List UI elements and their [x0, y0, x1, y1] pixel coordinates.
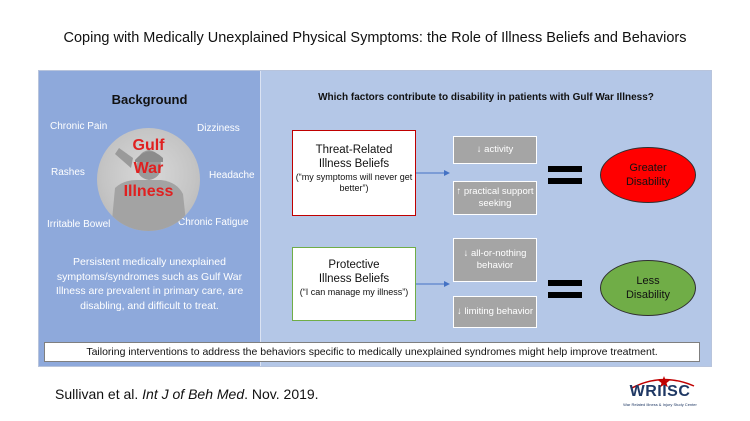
less-disability-line-1: Less	[636, 275, 660, 287]
gulf-war-illness-circle	[97, 128, 200, 231]
figure-title: Coping with Medically Unexplained Physic…	[63, 30, 687, 46]
gulf-war-illness-label: Gulf War Illness	[97, 134, 200, 203]
background-heading: Background	[111, 92, 188, 107]
greater-disability-line-2: Disability	[625, 176, 670, 188]
equals-sign-bottom-bar-2	[548, 292, 582, 298]
threat-beliefs-name-line-2: Illness Beliefs	[318, 158, 390, 170]
symptom-chronic-pain: Chronic Pain	[50, 121, 108, 132]
behavior-increased-support-seeking: ↑ practical support seeking	[453, 181, 537, 215]
citation-journal: Int J of Beh Med	[142, 386, 245, 402]
gulf-war-illness-line-2: War	[133, 160, 164, 177]
protective-beliefs-name-line-2: Illness Beliefs	[318, 273, 390, 285]
threat-beliefs-quote: (“my symptoms will never get better”)	[295, 172, 413, 193]
threat-beliefs-name-line-1: Threat-Related	[315, 144, 393, 156]
citation-date: . Nov. 2019.	[244, 386, 319, 402]
symptom-rashes: Rashes	[51, 167, 85, 178]
behavior-decreased-all-or-nothing: ↓ all-or-nothing behavior	[453, 238, 537, 282]
symptom-chronic-fatigue: Chronic Fatigue	[178, 217, 249, 228]
symptom-dizziness: Dizziness	[197, 123, 240, 134]
equals-sign-top-bar-2	[548, 178, 582, 184]
wriisc-logo-icon	[631, 376, 695, 389]
greater-disability-line-1: Greater	[629, 162, 667, 174]
gulf-war-illness-line-3: Illness	[123, 183, 174, 200]
symptom-irritable-bowel: Irritable Bowel	[47, 219, 111, 230]
citation: Sullivan et al. Int J of Beh Med. Nov. 2…	[55, 386, 319, 402]
protective-beliefs-name-line-1: Protective	[328, 259, 380, 271]
less-disability-oval: Less Disability	[600, 260, 696, 316]
equals-sign-top-bar-1	[548, 166, 582, 172]
symptom-headache: Headache	[209, 170, 255, 181]
gulf-war-illness-line-1: Gulf	[132, 137, 165, 154]
conclusion-box: Tailoring interventions to address the b…	[44, 342, 700, 362]
logo-wordmark: WRIISC	[629, 383, 691, 400]
behavior-decreased-limiting: ↓ limiting behavior	[453, 296, 537, 328]
equals-sign-bottom-bar-1	[548, 280, 582, 286]
citation-authors: Sullivan et al.	[55, 386, 139, 402]
behavior-decreased-activity: ↓ activity	[453, 136, 537, 164]
background-description: Persistent medically unexplained symptom…	[55, 256, 244, 312]
less-disability-line-2: Disability	[625, 289, 670, 301]
protective-beliefs-quote: (“I can manage my illness”)	[299, 287, 409, 297]
threat-beliefs-box: Threat-Related Illness Beliefs (“my symp…	[292, 130, 416, 216]
research-question: Which factors contribute to disability i…	[318, 92, 654, 103]
saluting-soldier-icon	[111, 148, 187, 231]
greater-disability-oval: Greater Disability	[600, 147, 696, 203]
protective-beliefs-box: Protective Illness Beliefs (“I can manag…	[292, 247, 416, 321]
logo-subtitle: War Related Illness & Injury Study Cente…	[623, 402, 697, 407]
